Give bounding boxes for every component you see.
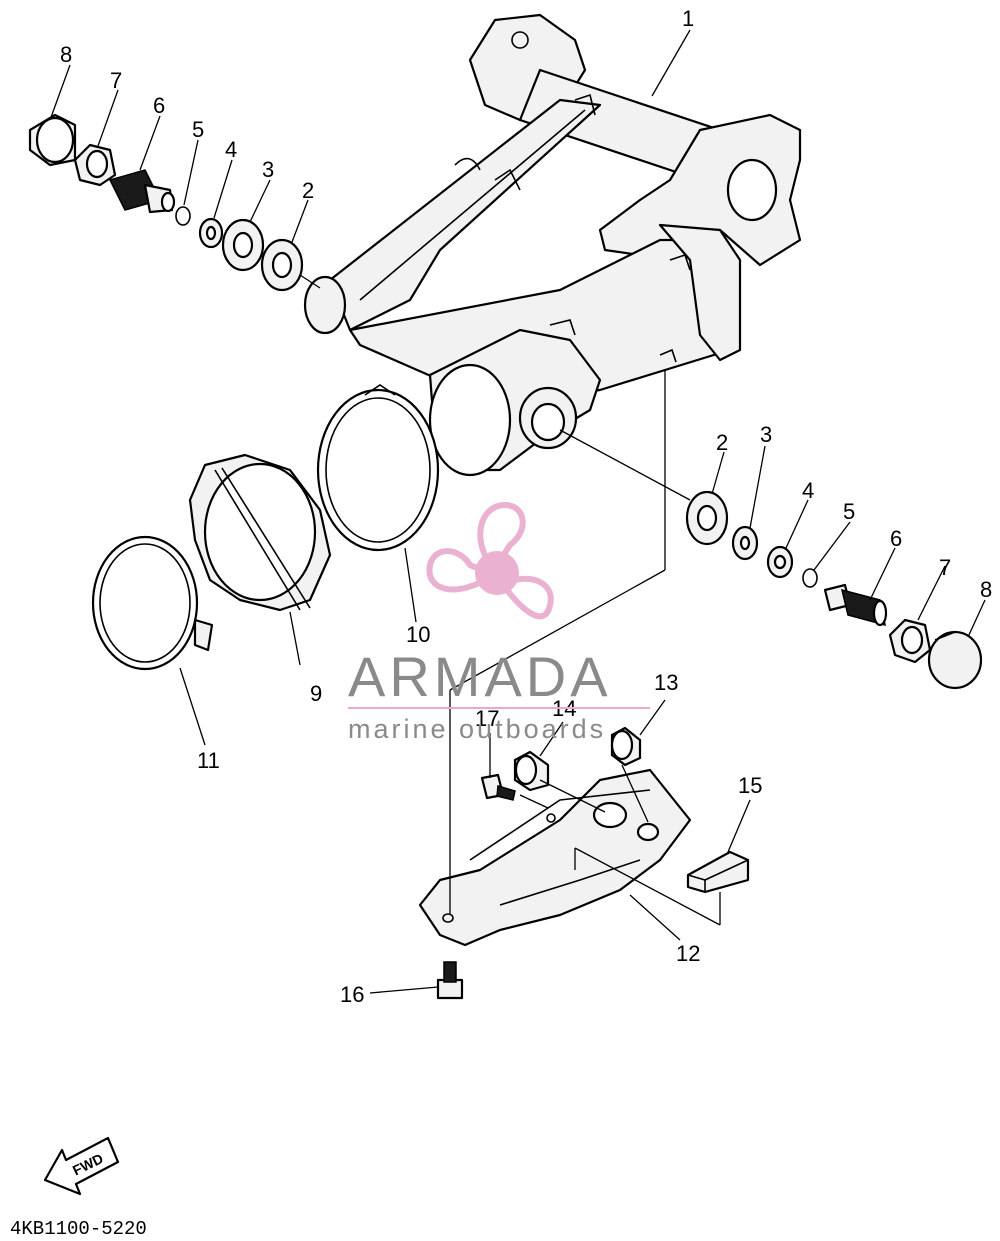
callout-15: 15 bbox=[738, 773, 762, 798]
callout-10: 10 bbox=[406, 622, 430, 647]
damper-14 bbox=[513, 750, 550, 792]
callout-13: 13 bbox=[654, 670, 678, 695]
callout-7-right: 7 bbox=[939, 555, 951, 580]
bolt-17 bbox=[480, 773, 516, 801]
callouts: 1 8 7 6 5 4 3 2 2 3 4 5 6 7 8 9 10 11 12… bbox=[60, 6, 992, 1007]
callout-11: 11 bbox=[197, 748, 220, 773]
callout-8-left: 8 bbox=[60, 42, 72, 67]
arrow-left-icon bbox=[43, 1136, 120, 1196]
clamp-11 bbox=[91, 535, 214, 671]
nut-7-left bbox=[73, 143, 117, 187]
callout-12: 12 bbox=[676, 941, 700, 966]
callout-16: 16 bbox=[340, 982, 364, 1007]
callout-6-right: 6 bbox=[890, 526, 902, 551]
pivot-shaft-6-left bbox=[108, 169, 176, 214]
callout-9: 9 bbox=[310, 681, 322, 706]
callout-2-left: 2 bbox=[302, 178, 314, 203]
callout-8-right: 8 bbox=[980, 577, 992, 602]
callout-17: 17 bbox=[475, 706, 499, 731]
watermark-brand: ARMADA bbox=[348, 645, 612, 708]
watermark: ARMADA marine outboards bbox=[348, 501, 650, 744]
leader-lines bbox=[49, 29, 986, 994]
callout-5-left: 5 bbox=[192, 117, 204, 142]
diagram-code: 4KB1100-5220 bbox=[10, 1218, 147, 1240]
chain-guard-12 bbox=[418, 768, 692, 947]
watermark-tagline: marine outboards bbox=[348, 714, 606, 744]
fwd-marker: FWD bbox=[43, 1136, 120, 1196]
nut-7-right bbox=[888, 618, 932, 664]
propeller-icon bbox=[426, 501, 554, 620]
callout-5-right: 5 bbox=[843, 499, 855, 524]
boot-9 bbox=[188, 453, 332, 612]
cap-8-right bbox=[927, 630, 983, 690]
cap-8-left bbox=[28, 113, 77, 167]
callout-1: 1 bbox=[682, 6, 694, 31]
left-pivot-hardware bbox=[28, 113, 321, 292]
callout-3-left: 3 bbox=[262, 157, 274, 182]
swingarm bbox=[303, 13, 802, 477]
bolt-16 bbox=[436, 961, 464, 1000]
seal-10 bbox=[316, 384, 440, 552]
callout-7-left: 7 bbox=[110, 68, 122, 93]
pivot-shaft-6-right bbox=[823, 583, 888, 627]
pad-15 bbox=[686, 850, 750, 894]
callout-2-right: 2 bbox=[716, 430, 728, 455]
callout-6-left: 6 bbox=[153, 93, 165, 118]
damper-13 bbox=[610, 726, 642, 767]
callout-4-right: 4 bbox=[802, 478, 814, 503]
callout-3-right: 3 bbox=[760, 422, 772, 447]
callout-4-left: 4 bbox=[225, 137, 237, 162]
right-pivot-hardware bbox=[685, 490, 983, 690]
